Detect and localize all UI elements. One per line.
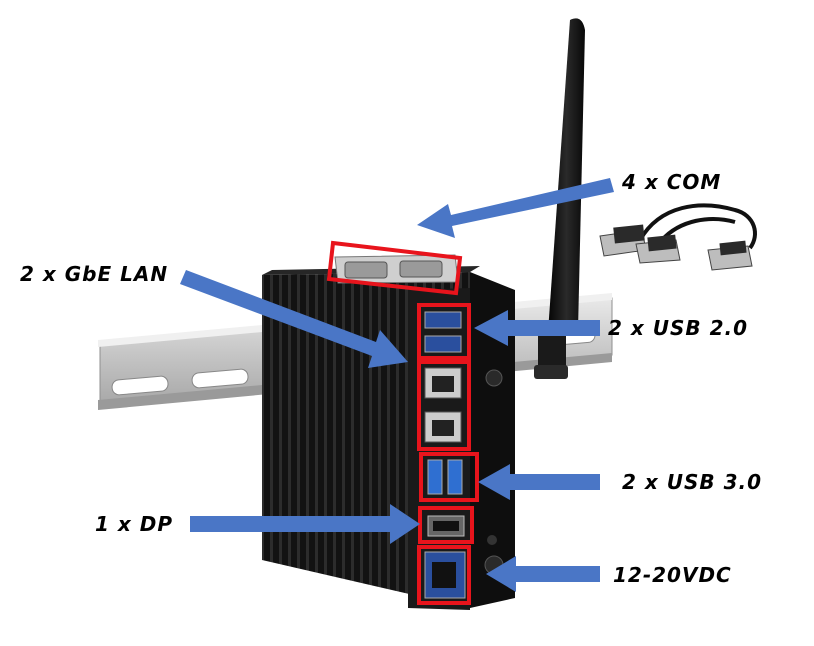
arrow-dp — [190, 504, 420, 544]
power-connector — [424, 551, 466, 599]
arrow-power — [486, 556, 600, 592]
highlight-usb3 — [419, 452, 479, 502]
highlight-usb2 — [417, 303, 471, 360]
dp-port — [427, 515, 465, 537]
label-lan: 2 x GbE LAN — [20, 262, 169, 286]
highlight-com — [326, 240, 463, 296]
usb2-ports — [424, 311, 462, 353]
label-com: 4 x COM — [622, 170, 722, 194]
arrow-lan — [180, 270, 408, 368]
arrow-com — [417, 178, 614, 238]
highlight-lan — [417, 360, 471, 451]
arrow-usb3 — [478, 464, 600, 500]
label-usb2: 2 x USB 2.0 — [608, 316, 749, 340]
serial-cable-illustration — [599, 203, 757, 271]
antenna — [534, 18, 585, 379]
highlight-boxes — [326, 240, 479, 605]
usb3-ports — [427, 459, 463, 495]
com-ports — [334, 254, 459, 284]
arrow-usb2 — [474, 310, 600, 346]
highlight-dp — [418, 506, 474, 544]
highlight-power — [417, 545, 471, 605]
label-usb3: 2 x USB 3.0 — [622, 470, 763, 494]
label-dp: 1 x DP — [95, 512, 174, 536]
lan-ports — [424, 367, 462, 443]
label-power: 12-20VDC — [613, 563, 732, 587]
callout-arrows — [180, 178, 614, 592]
